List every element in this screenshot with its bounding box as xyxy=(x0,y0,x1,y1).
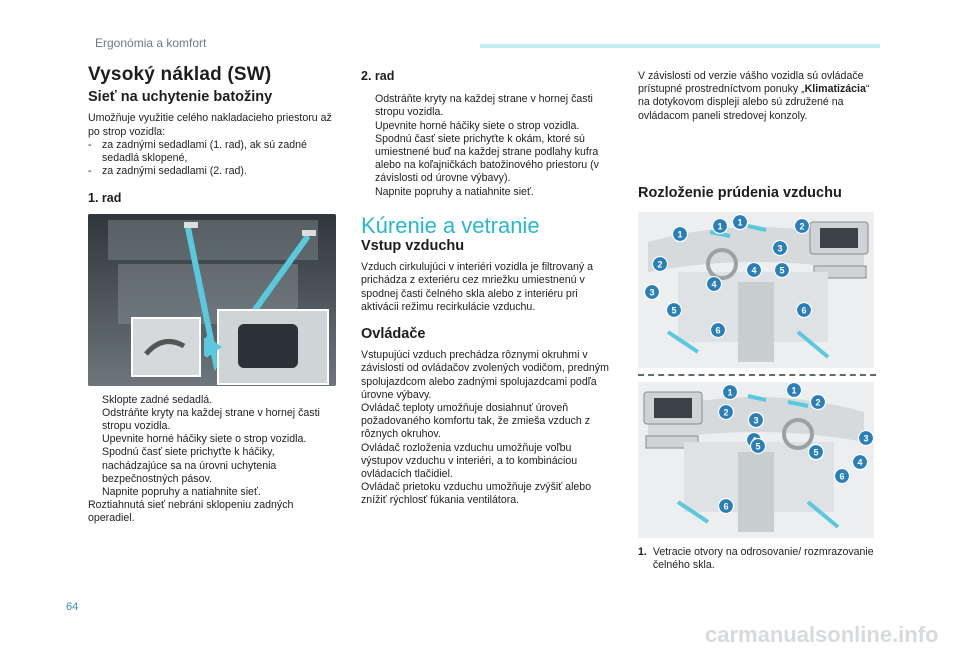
list-item: Napnite popruhy a natiahnite sieť. xyxy=(375,185,534,198)
row1-heading: 1. rad xyxy=(88,191,122,206)
svg-text:5: 5 xyxy=(779,266,784,276)
top-diagram-badge-2: 2 xyxy=(651,255,669,273)
svg-text:3: 3 xyxy=(649,288,654,298)
top-diagram-badge-5: 5 xyxy=(773,261,791,279)
svg-text:3: 3 xyxy=(753,416,758,426)
list-item: Upevnite horné háčiky siete o strop vozi… xyxy=(375,119,580,132)
air-distribution-heading: Rozloženie prúdenia vzduchu xyxy=(638,184,842,201)
list-item: -za zadnými sedadlami (2. rad). xyxy=(88,165,247,178)
column-2: 2. rad Odstráňte kryty na každej strane … xyxy=(361,64,616,508)
svg-text:1: 1 xyxy=(727,388,732,398)
top-diagram-badge-4: 4 xyxy=(745,261,763,279)
dash-list: -za zadnými sedadlami (1. rad), ak sú za… xyxy=(88,139,338,179)
svg-text:2: 2 xyxy=(799,222,804,232)
top-diagram-badge-6: 6 xyxy=(709,321,727,339)
bottom-diagram-badge-1: 1 xyxy=(721,383,739,401)
row2-heading: 2. rad xyxy=(361,69,395,83)
section-header-bar xyxy=(480,44,880,48)
list-item: Odstráňte kryty na každej strane v horne… xyxy=(102,406,320,433)
page-title: Vysoký náklad (SW) xyxy=(88,64,272,85)
svg-text:2: 2 xyxy=(723,408,728,418)
list-item: Spodnú časť siete prichyťte k háčiky, na… xyxy=(102,446,277,485)
controls-text: Vstupujúci vzduch prechádza rôznymi okru… xyxy=(361,349,609,507)
svg-text:1: 1 xyxy=(737,218,742,228)
svg-text:6: 6 xyxy=(801,306,806,316)
controls-heading: Ovládače xyxy=(361,326,426,343)
legend-item: 1. Vetracie otvory na odrosovanie/ rozmr… xyxy=(638,546,874,572)
bottom-diagram-badge-4: 4 xyxy=(851,453,869,471)
svg-text:4: 4 xyxy=(751,266,756,276)
svg-text:6: 6 xyxy=(715,326,720,336)
svg-text:1: 1 xyxy=(791,386,796,396)
row1-outro: Roztiahnutá sieť nebráni sklopeniu zadný… xyxy=(88,499,294,525)
top-diagram-badge-3: 3 xyxy=(771,239,789,257)
top-diagram-badge-1: 1 xyxy=(671,225,689,243)
section-header: Ergonómia a komfort xyxy=(95,36,207,50)
svg-text:6: 6 xyxy=(723,502,728,512)
column-1: Vysoký náklad (SW) Sieť na uchytenie bat… xyxy=(88,64,338,534)
top-diagram-badge-1: 1 xyxy=(731,213,749,231)
column-3: V závislosti od verzie vášho vozidla sú … xyxy=(638,64,878,572)
row2-steps: Odstráňte kryty na každej strane v horne… xyxy=(361,93,616,199)
top-diagram-badge-1: 1 xyxy=(711,217,729,235)
bottom-diagram-badge-2: 2 xyxy=(717,403,735,421)
trunk-net-photo xyxy=(88,213,336,386)
svg-text:4: 4 xyxy=(711,280,716,290)
svg-text:5: 5 xyxy=(755,442,760,452)
watermark: carmanualsonline.info xyxy=(705,622,939,647)
air-distribution-diagram-top: 1 1 1 2 2 3 3 4 4 5 5 6 6 xyxy=(638,212,874,369)
page-number: 64 xyxy=(66,601,79,613)
bottom-diagram-badge-5: 5 xyxy=(749,437,767,455)
diagram-separator xyxy=(638,374,876,377)
trunk-illustration xyxy=(88,213,336,386)
intro-text: Umožňuje využitie celého nakladacieho pr… xyxy=(88,112,332,138)
top-diagram-badge-2: 2 xyxy=(793,217,811,235)
air-intake-heading: Vstup vzduchu xyxy=(361,238,465,255)
heating-title: Kúrenie a vetranie xyxy=(361,212,540,238)
top-diagram-badge-5: 5 xyxy=(665,301,683,319)
svg-text:2: 2 xyxy=(815,398,820,408)
svg-text:3: 3 xyxy=(777,244,782,254)
svg-text:6: 6 xyxy=(839,472,844,482)
bottom-diagram-badge-3: 3 xyxy=(857,429,874,447)
list-item: Spodnú časť siete prichyťte k okám, ktor… xyxy=(375,132,599,185)
svg-text:5: 5 xyxy=(813,448,818,458)
top-diagram-badge-6: 6 xyxy=(795,301,813,319)
list-item: Sklopte zadné sedadlá. xyxy=(102,393,213,406)
controls-access-text: V závislosti od verzie vášho vozidla sú … xyxy=(638,70,870,122)
svg-text:5: 5 xyxy=(671,306,676,316)
list-item: Odstráňte kryty na každej strane v horne… xyxy=(375,93,593,119)
svg-text:1: 1 xyxy=(717,222,722,232)
dashboard-illustration-top: 1 1 1 2 2 3 3 4 4 5 5 6 6 xyxy=(638,212,874,369)
top-diagram-badge-3: 3 xyxy=(643,283,661,301)
list-item: Napnite popruhy a natiahnite sieť. xyxy=(102,486,261,499)
bottom-diagram-badge-1: 1 xyxy=(785,382,803,399)
bottom-diagram-badge-3: 3 xyxy=(747,411,765,429)
list-item: -za zadnými sedadlami (1. rad), ak sú za… xyxy=(88,138,307,165)
bottom-diagram-badge-6: 6 xyxy=(717,497,735,515)
svg-text:4: 4 xyxy=(857,458,862,468)
svg-text:3: 3 xyxy=(863,434,868,444)
svg-text:1: 1 xyxy=(677,230,682,240)
air-intake-text: Vzduch cirkulujúci v interiéri vozidla j… xyxy=(361,261,593,313)
subtitle-net: Sieť na uchytenie batožiny xyxy=(88,89,273,106)
svg-text:2: 2 xyxy=(657,260,662,270)
bottom-diagram-badge-5: 5 xyxy=(807,443,825,461)
row1-steps: Sklopte zadné sedadlá. Odstráňte kryty n… xyxy=(88,394,338,500)
bottom-diagram-badge-2: 2 xyxy=(809,393,827,411)
bottom-diagram-badge-6: 6 xyxy=(833,467,851,485)
top-diagram-badge-4: 4 xyxy=(705,275,723,293)
list-item: Upevnite horné háčiky siete o strop vozi… xyxy=(102,433,307,446)
